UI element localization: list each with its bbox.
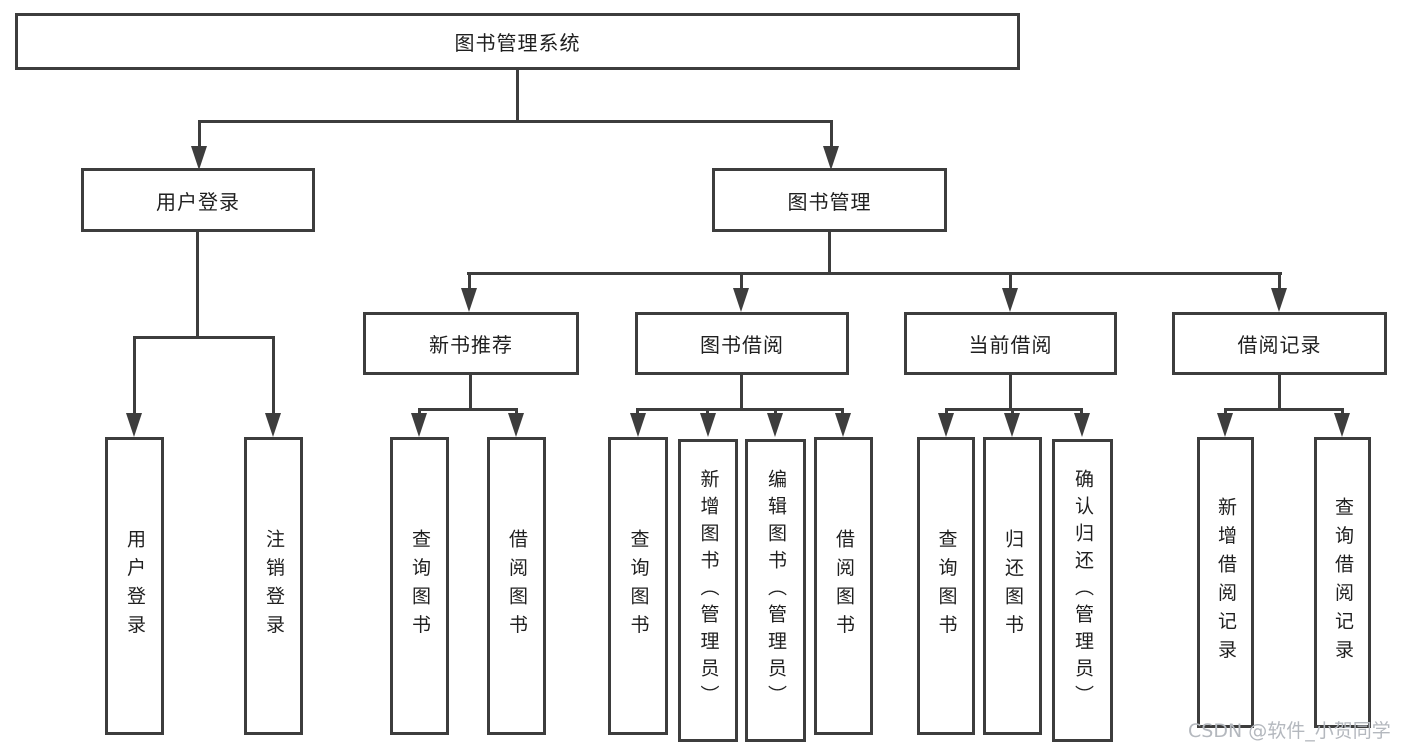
connector-current-drop-1 xyxy=(945,408,948,416)
leaf-query-borrow-record: 查询借阅记录 xyxy=(1314,437,1371,728)
leaf-query-books-1-label: 查询图书 xyxy=(409,529,431,643)
leaf-return-book: 归还图书 xyxy=(983,437,1042,735)
connector-userlogin-stem xyxy=(196,232,199,336)
connector-borrow-stem xyxy=(740,375,743,408)
leaf-add-book-admin-label: 新增图书（管理员） xyxy=(697,469,720,712)
arrow-down-icon xyxy=(1271,288,1287,312)
node-book-management: 图书管理 xyxy=(712,168,947,232)
arrow-down-icon xyxy=(835,413,851,437)
connector-root-crossbar xyxy=(198,120,832,123)
arrow-down-icon xyxy=(630,413,646,437)
connector-borrow-drop-4 xyxy=(841,408,844,416)
connector-bookmgmt-stem xyxy=(828,232,831,272)
connector-root-left-drop xyxy=(198,120,201,148)
leaf-borrow-books-1: 借阅图书 xyxy=(487,437,546,735)
connector-recommend-drop-1 xyxy=(418,408,421,416)
node-book-management-label: 图书管理 xyxy=(787,189,872,214)
leaf-borrow-books-1-label: 借阅图书 xyxy=(506,529,528,643)
node-user-login: 用户登录 xyxy=(81,168,315,232)
connector-records-stem xyxy=(1278,375,1281,408)
node-current-borrow-label: 当前借阅 xyxy=(968,333,1053,357)
connector-current-drop-2 xyxy=(1011,408,1014,416)
leaf-confirm-return-admin-label: 确认归还（管理员） xyxy=(1072,469,1094,712)
leaf-confirm-return-admin: 确认归还（管理员） xyxy=(1052,439,1113,742)
csdn-watermark: CSDN @软件_小贺同学 xyxy=(1188,720,1391,742)
arrow-down-icon xyxy=(126,413,142,437)
arrow-down-icon xyxy=(1334,413,1350,437)
connector-current-drop-3 xyxy=(1080,408,1083,416)
connector-userlogin-left-drop xyxy=(133,336,136,414)
connector-recommend-drop-2 xyxy=(515,408,518,416)
node-borrow-records-label: 借阅记录 xyxy=(1237,333,1322,357)
leaf-logout-label: 注销登录 xyxy=(263,529,285,643)
connector-borrow-drop-3 xyxy=(774,408,777,416)
arrow-down-icon xyxy=(508,413,524,437)
leaf-add-book-admin: 新增图书（管理员） xyxy=(678,439,738,742)
leaf-borrow-books-2: 借阅图书 xyxy=(814,437,873,735)
leaf-add-borrow-record: 新增借阅记录 xyxy=(1197,437,1254,728)
connector-borrow-drop-1 xyxy=(636,408,639,416)
node-borrow-records: 借阅记录 xyxy=(1172,312,1387,375)
arrow-down-icon xyxy=(823,146,839,170)
connector-root-right-drop xyxy=(830,120,833,148)
connector-recommend-crossbar xyxy=(418,408,518,411)
connector-records-drop-1 xyxy=(1224,408,1227,416)
node-book-borrow-label: 图书借阅 xyxy=(700,333,784,357)
node-root-label: 图书管理系统 xyxy=(454,31,581,55)
connector-records-crossbar xyxy=(1224,408,1344,411)
node-new-book-recommend-label: 新书推荐 xyxy=(429,333,513,357)
connector-root-stem xyxy=(516,70,519,120)
node-current-borrow: 当前借阅 xyxy=(904,312,1117,375)
arrow-down-icon xyxy=(265,413,281,437)
leaf-borrow-books-2-label: 借阅图书 xyxy=(833,529,855,643)
leaf-query-books-1: 查询图书 xyxy=(390,437,449,735)
node-user-login-label: 用户登录 xyxy=(156,189,240,214)
arrow-down-icon xyxy=(938,413,954,437)
arrow-down-icon xyxy=(461,288,477,312)
connector-userlogin-right-drop xyxy=(272,336,275,414)
leaf-add-borrow-record-label: 新增借阅记录 xyxy=(1215,497,1237,668)
arrow-down-icon xyxy=(767,413,783,437)
connector-userlogin-crossbar xyxy=(133,336,275,339)
connector-l3-drop-1 xyxy=(468,272,471,290)
leaf-user-login: 用户登录 xyxy=(105,437,164,735)
leaf-logout: 注销登录 xyxy=(244,437,303,735)
leaf-edit-book-admin-label: 编辑图书（管理员） xyxy=(765,469,787,712)
arrow-down-icon xyxy=(1002,288,1018,312)
connector-current-crossbar xyxy=(945,408,1083,411)
connector-bookmgmt-crossbar xyxy=(467,272,1282,275)
leaf-query-books-2-label: 查询图书 xyxy=(627,529,650,643)
arrow-down-icon xyxy=(733,288,749,312)
node-root: 图书管理系统 xyxy=(15,13,1020,70)
leaf-query-books-3-label: 查询图书 xyxy=(935,529,958,643)
connector-records-drop-2 xyxy=(1341,408,1344,416)
leaf-return-book-label: 归还图书 xyxy=(1002,529,1024,643)
connector-recommend-stem xyxy=(469,375,472,408)
leaf-query-books-2: 查询图书 xyxy=(608,437,668,735)
arrow-down-icon xyxy=(191,146,207,170)
arrow-down-icon xyxy=(1217,413,1233,437)
arrow-down-icon xyxy=(700,413,716,437)
leaf-user-login-label: 用户登录 xyxy=(124,529,146,643)
leaf-query-borrow-record-label: 查询借阅记录 xyxy=(1332,497,1354,668)
leaf-edit-book-admin: 编辑图书（管理员） xyxy=(745,439,806,742)
node-book-borrow: 图书借阅 xyxy=(635,312,849,375)
connector-l3-drop-2 xyxy=(740,272,743,290)
connector-l3-drop-3 xyxy=(1009,272,1012,290)
connector-borrow-crossbar xyxy=(636,408,844,411)
node-new-book-recommend: 新书推荐 xyxy=(363,312,579,375)
connector-borrow-drop-2 xyxy=(706,408,709,416)
arrow-down-icon xyxy=(1074,413,1090,437)
connector-current-stem xyxy=(1009,375,1012,408)
arrow-down-icon xyxy=(1004,413,1020,437)
leaf-query-books-3: 查询图书 xyxy=(917,437,975,735)
connector-l3-drop-4 xyxy=(1278,272,1281,290)
arrow-down-icon xyxy=(411,413,427,437)
